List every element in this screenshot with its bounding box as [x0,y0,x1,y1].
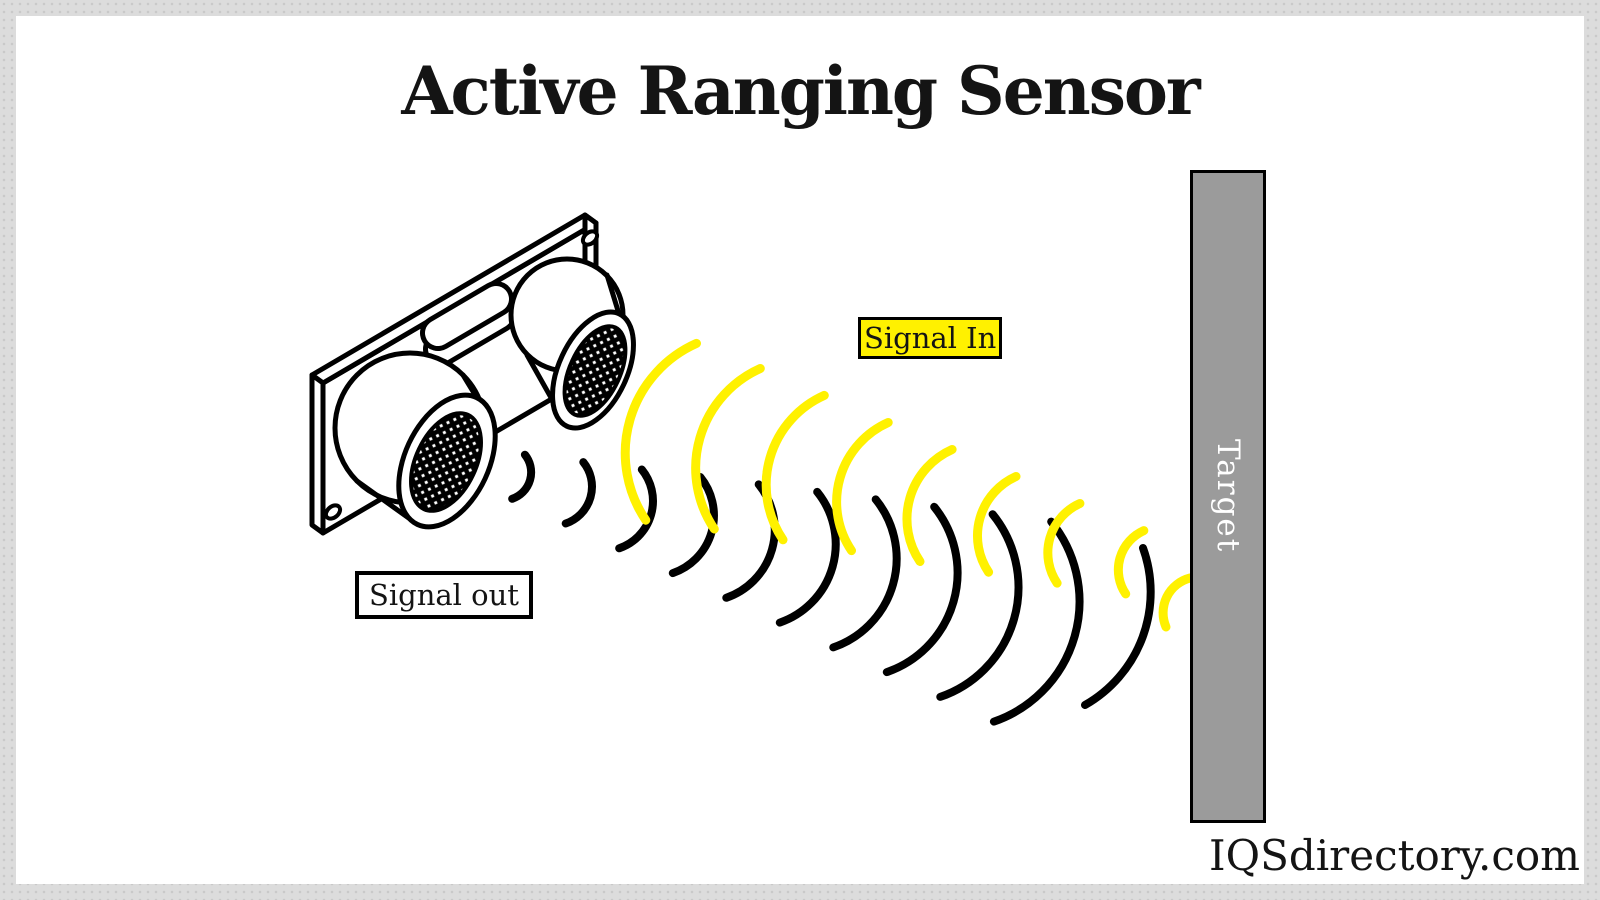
wave-out-arc [989,517,1084,726]
signal-in-waves [620,338,1195,632]
wave-out-arc [508,450,536,503]
signal-in-label: Signal In [858,317,1003,359]
wave-in-arc [761,390,829,545]
transmitter-mesh [409,411,483,513]
wave-out-arc [1081,544,1155,709]
ultrasonic-sensor [309,212,636,536]
page-title: Active Ranging Sensor [401,52,1200,130]
signal-out-label: Signal out [355,571,533,619]
target-wall: Target [1190,170,1266,823]
wave-in-arc [832,418,893,556]
receiver-mesh [562,324,628,418]
wave-out-arc [829,495,901,652]
wave-out-arc [882,502,962,677]
wave-out-arc [936,510,1023,701]
wave-in-arc [620,338,701,525]
wave-out-arc [775,487,840,627]
wave-in-arc [973,472,1021,577]
transducer-receiver [508,256,636,431]
sensor-diagram [309,212,1195,726]
watermark: IQSdirectory.com [1209,831,1580,880]
wave-in-arc [902,445,957,566]
wave-in-arc [1043,499,1085,588]
crystal-oscillator [420,281,517,367]
screw-hole-icon [580,229,600,247]
target-label: Target [1210,439,1246,554]
screw-hole-icon [323,503,343,521]
wave-out-arc [561,458,596,528]
wave-in-arc [1113,526,1149,599]
transducer-transmitter [332,350,498,530]
wave-out-arc [615,465,657,553]
wave-in-arc [691,364,765,534]
signal-out-waves [508,450,1155,726]
diagram-canvas: Active Ranging Sensor [16,16,1584,884]
mounting-plate-left-edge [309,372,326,536]
wave-in-arc [1158,573,1195,632]
